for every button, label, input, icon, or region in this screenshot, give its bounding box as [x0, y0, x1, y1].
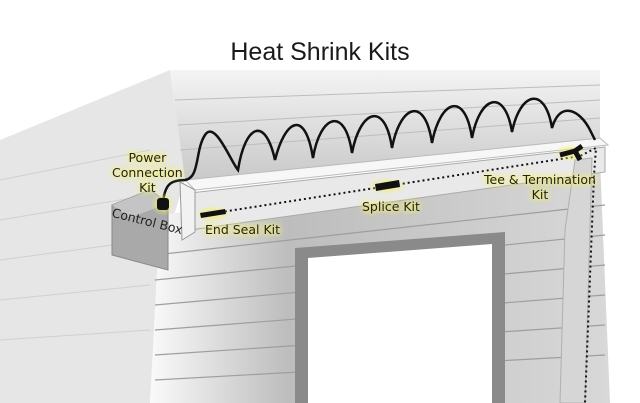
label-line: Kit	[139, 180, 156, 195]
end-seal-kit-label: End Seal Kit	[205, 222, 281, 237]
gutter-cable	[214, 146, 598, 403]
diagram-title: Heat Shrink Kits	[230, 38, 410, 66]
heat-cable	[161, 97, 597, 203]
house-side	[0, 70, 185, 403]
tee-kit	[559, 143, 584, 162]
splice-kit-label: Splice Kit	[362, 199, 420, 214]
label-line: Connection	[112, 165, 183, 180]
power-connection-kit-label: Power Connection Kit	[112, 150, 183, 195]
label-line: Tee & Termination	[484, 172, 596, 187]
end-seal-kit	[200, 209, 226, 218]
splice-kit	[375, 180, 400, 191]
gutter-end	[179, 181, 196, 241]
power-connection-kit	[157, 198, 169, 210]
window-opening	[308, 244, 492, 403]
label-line: Kit	[531, 187, 549, 202]
label-line: Power	[128, 150, 167, 165]
gutter-top	[183, 137, 610, 191]
downspout	[559, 157, 593, 403]
tee-termination-kit-label: Tee & Termination Kit	[484, 172, 596, 202]
